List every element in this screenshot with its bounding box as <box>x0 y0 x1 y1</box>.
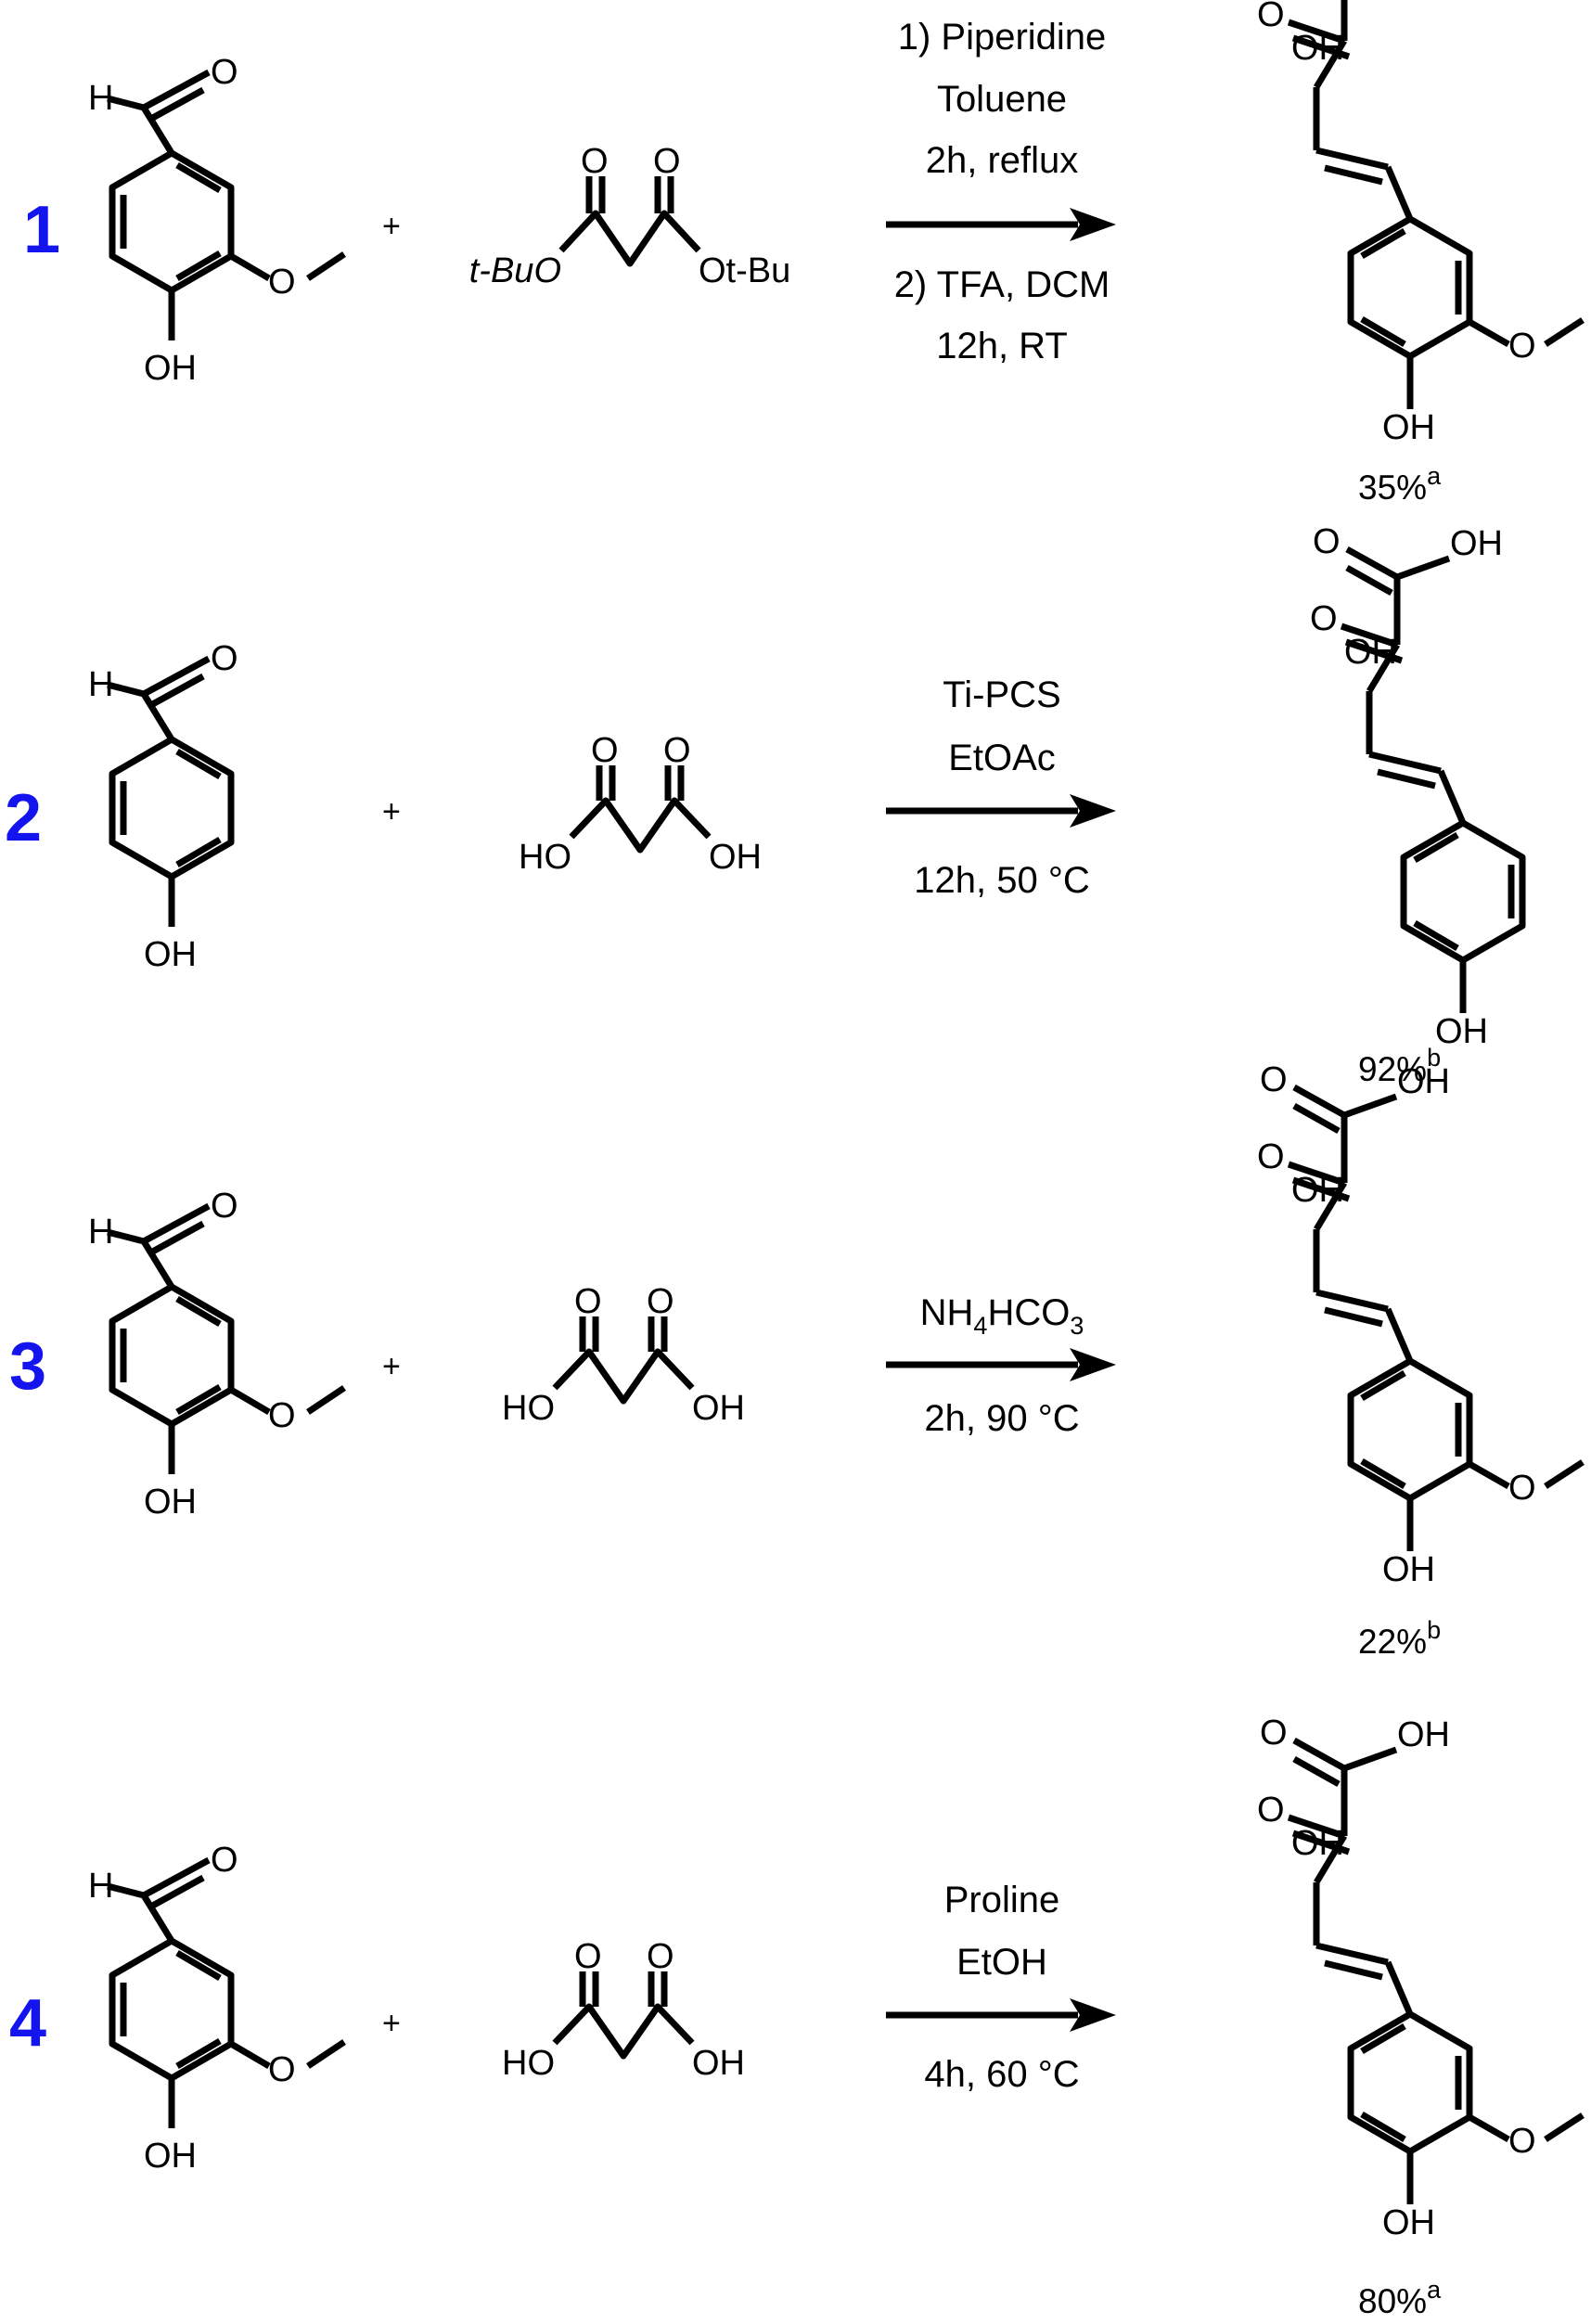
reaction-number: 1 <box>23 193 60 267</box>
condition-text: 2h, reflux <box>926 140 1079 181</box>
product: OH O OH O OH O <box>1257 1060 1583 1589</box>
atom-label: O <box>591 731 619 770</box>
reaction-2: 2 H O OH + O O HO OH Ti-PCS EtOAc 12h, 5… <box>5 522 1522 1088</box>
plus-sign: + <box>382 794 401 829</box>
atom-label: O <box>1508 1469 1536 1508</box>
atom-label: O <box>1260 1714 1288 1753</box>
plus-sign: + <box>382 209 401 244</box>
atom-label: O <box>1508 327 1536 366</box>
atom-label: O <box>574 1937 602 1976</box>
yield-label: 22%b <box>1358 1616 1441 1661</box>
reaction-number: 2 <box>5 781 42 855</box>
atom-label: HO <box>502 1389 555 1428</box>
atom-label: O <box>653 142 681 181</box>
atom-label: O <box>1257 1137 1285 1176</box>
atom-label: O <box>211 639 238 678</box>
atom-label: OH <box>1382 408 1435 447</box>
condition-text: 12h, RT <box>936 326 1068 366</box>
yield-label: 80%a <box>1358 2276 1442 2320</box>
atom-label: O <box>268 1396 296 1435</box>
atom-label: OH <box>144 349 197 388</box>
yield-label: 35%a <box>1358 462 1442 507</box>
reaction-3: 3 H O OH O + O O HO OH NH4HCO3 2h, 90 °C… <box>9 1060 1583 1661</box>
condition-text: 4h, 60 °C <box>924 2054 1079 2095</box>
condition-text: 2) TFA, DCM <box>894 264 1110 305</box>
plus-sign: + <box>382 2006 401 2041</box>
condition-text: Proline <box>944 1880 1060 1920</box>
reactant-aldehyde: H O OH <box>88 639 238 974</box>
atom-label: O <box>663 731 691 770</box>
atom-label: H <box>88 1867 113 1906</box>
atom-label: OH <box>1382 2203 1435 2242</box>
atom-label: O <box>1310 599 1338 638</box>
atom-label: H <box>88 1213 113 1252</box>
reactant-aldehyde: H O OH O <box>88 1841 344 2176</box>
atom-label: O <box>1260 1060 1288 1099</box>
reaction-number: 4 <box>9 1986 46 2061</box>
product: OH O OH O OH <box>1310 522 1522 1051</box>
plus-sign: + <box>382 1349 401 1384</box>
atom-label: O <box>574 1282 602 1321</box>
reactant-malonic-acid: O O HO OH <box>502 1282 745 1428</box>
atom-label: O <box>1313 522 1341 561</box>
atom-label: O <box>268 263 296 302</box>
reaction-1: 1 H O OH O + O O t-BuO Ot-Bu 1) Piperidi… <box>23 0 1583 507</box>
atom-label: O <box>268 2050 296 2089</box>
product: OH O OH O OH O <box>1257 1714 1583 2242</box>
atom-label: O <box>1257 0 1285 34</box>
reaction-arrow <box>886 794 1116 828</box>
condition-text: 1) Piperidine <box>898 17 1107 58</box>
condition-text: EtOH <box>956 1942 1047 1983</box>
atom-label: OH <box>144 2137 197 2176</box>
reaction-arrow <box>886 1998 1116 2032</box>
condition-text: 12h, 50 °C <box>914 860 1089 901</box>
condition-text: Ti-PCS <box>943 674 1060 715</box>
atom-label: OH <box>144 935 197 974</box>
atom-label: OH <box>1344 633 1397 672</box>
atom-label: OH <box>1397 1062 1450 1101</box>
condition-text: EtOAc <box>948 738 1056 778</box>
atom-label: OH <box>692 2044 745 2083</box>
atom-label: OH <box>1291 1824 1344 1863</box>
reactant-malonate: O O t-BuO Ot-Bu <box>469 142 791 290</box>
reactant-aldehyde: H O OH O <box>88 53 344 388</box>
atom-label: OH <box>1382 1550 1435 1589</box>
atom-label: O <box>647 1937 674 1976</box>
atom-label: OH <box>692 1389 745 1428</box>
atom-label: O <box>211 1187 238 1226</box>
atom-label: O <box>1257 1791 1285 1830</box>
reactant-malonic-acid: O O HO OH <box>519 731 762 877</box>
atom-label: t-BuO <box>469 251 561 290</box>
atom-label: OH <box>1291 29 1344 68</box>
condition-text: NH4HCO3 <box>920 1292 1084 1340</box>
yield-label: 92%b <box>1358 1044 1441 1088</box>
reactant-malonic-acid: O O HO OH <box>502 1937 745 2083</box>
atom-label: H <box>88 665 113 704</box>
reaction-4: 4 H O OH O + O O HO OH Proline EtOH 4h, … <box>9 1714 1583 2320</box>
atom-label: OH <box>709 838 762 877</box>
condition-text: 2h, 90 °C <box>924 1398 1079 1439</box>
atom-label: O <box>1508 2122 1536 2161</box>
atom-label: OH <box>144 1483 197 1522</box>
atom-label: O <box>581 142 609 181</box>
atom-label: OH <box>1450 524 1503 563</box>
atom-label: O <box>211 1841 238 1880</box>
product: OH O OH O OH O <box>1257 0 1583 447</box>
reactant-aldehyde: H O OH O <box>88 1187 344 1522</box>
atom-label: HO <box>502 2044 555 2083</box>
reaction-arrow <box>886 1348 1116 1381</box>
atom-label: HO <box>519 838 571 877</box>
reaction-arrow <box>886 208 1116 241</box>
atom-label: Ot-Bu <box>699 251 790 290</box>
atom-label: O <box>647 1282 674 1321</box>
condition-text: Toluene <box>937 79 1067 120</box>
atom-label: OH <box>1435 1012 1488 1051</box>
atom-label: OH <box>1291 1171 1344 1210</box>
atom-label: O <box>211 53 238 92</box>
reaction-number: 3 <box>9 1329 46 1404</box>
atom-label: OH <box>1397 1715 1450 1754</box>
atom-label: H <box>88 79 113 118</box>
